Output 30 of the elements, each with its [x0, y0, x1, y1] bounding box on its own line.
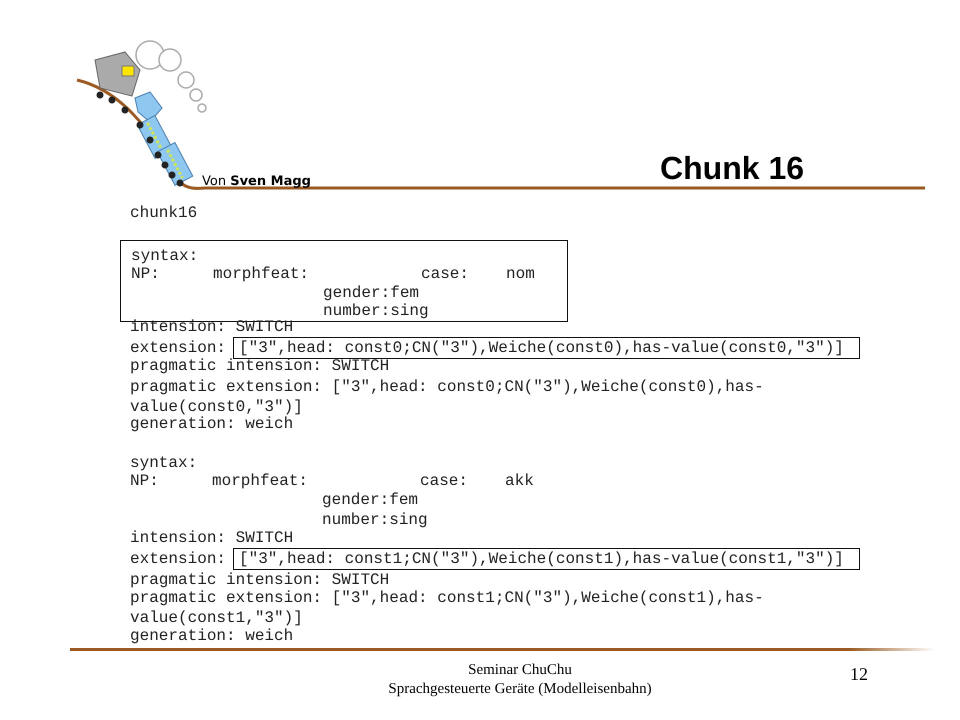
code-text: NP: — [130, 471, 159, 491]
code-text: NP: — [131, 264, 160, 284]
code-text: pragmatic intension: SWITCH — [130, 570, 390, 590]
code-text: generation: weich — [130, 414, 294, 434]
code-text: syntax: — [130, 453, 198, 473]
author-credit: Von Sven Magg — [202, 174, 311, 189]
code-text: ["3",head: const1;CN("3"),Weiche(const1),has-value(const1,"3")] — [239, 549, 844, 569]
code-text: intension: SWITCH — [130, 528, 294, 548]
code-text: ["3",head: const0;CN("3"),Weiche(const0),has-value(const0,"3")] — [239, 338, 844, 358]
footer-text: Sprachgesteuerte Geräte (Modelleisenbahn) — [388, 681, 652, 698]
code-text: extension: — [130, 549, 226, 569]
page-number: 12 — [850, 664, 868, 685]
code-text: chunk16 — [130, 203, 198, 223]
code-text: intension: SWITCH — [130, 317, 294, 337]
code-text: extension: — [130, 338, 226, 358]
code-text: morphfeat: — [212, 471, 308, 491]
code-text: pragmatic intension: SWITCH — [130, 356, 390, 376]
code-text: nom — [506, 264, 535, 284]
footer-text: Seminar ChuChu — [468, 662, 572, 679]
code-text: case: — [421, 264, 470, 284]
code-text: akk — [505, 471, 534, 491]
code-text: number:sing — [322, 510, 428, 530]
code-text: syntax: — [131, 246, 198, 266]
code-text: gender:fem — [322, 490, 418, 510]
code-text: morphfeat: — [213, 264, 310, 284]
code-text: case: — [420, 471, 468, 491]
code-text: gender:fem — [323, 283, 420, 303]
code-text: number:sing — [323, 301, 429, 321]
code-text: generation: weich — [130, 626, 294, 646]
slide-title: Chunk 16 — [660, 150, 804, 187]
